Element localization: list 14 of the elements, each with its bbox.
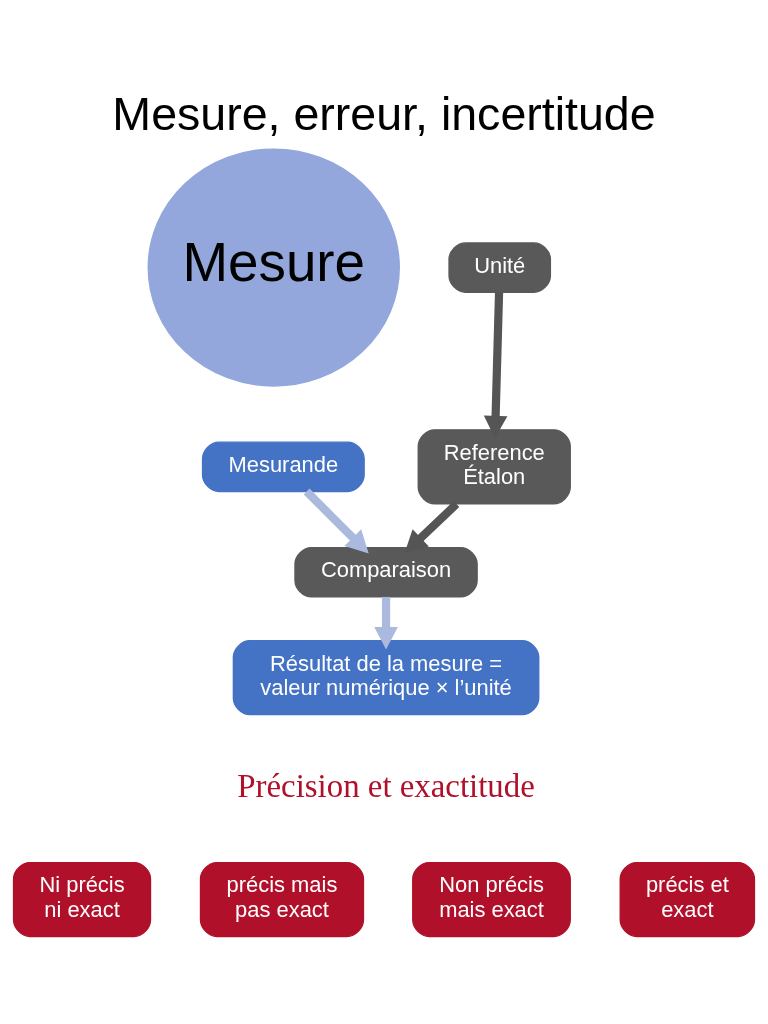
node-box: précis mais pas exact	[199, 861, 365, 938]
node-box: Comparaison	[294, 546, 478, 598]
node-box: précis et exact	[619, 861, 756, 938]
arrow	[374, 596, 398, 650]
arrow	[303, 488, 369, 554]
diagram-title: Mesure, erreur, incertitude	[112, 88, 656, 141]
node-box: Résultat de la mesure = valeur numérique × l’unité	[232, 640, 540, 716]
node-box: Non précis mais exact	[412, 861, 571, 938]
node-circle: Mesure	[147, 148, 400, 387]
node-box: Ni précis ni exact	[12, 861, 152, 938]
node-box: Reference Étalon	[417, 429, 571, 505]
node-box: Mesurande	[201, 441, 365, 493]
node-box: Unité	[448, 242, 552, 293]
label: Précision et exactitude	[237, 768, 535, 805]
